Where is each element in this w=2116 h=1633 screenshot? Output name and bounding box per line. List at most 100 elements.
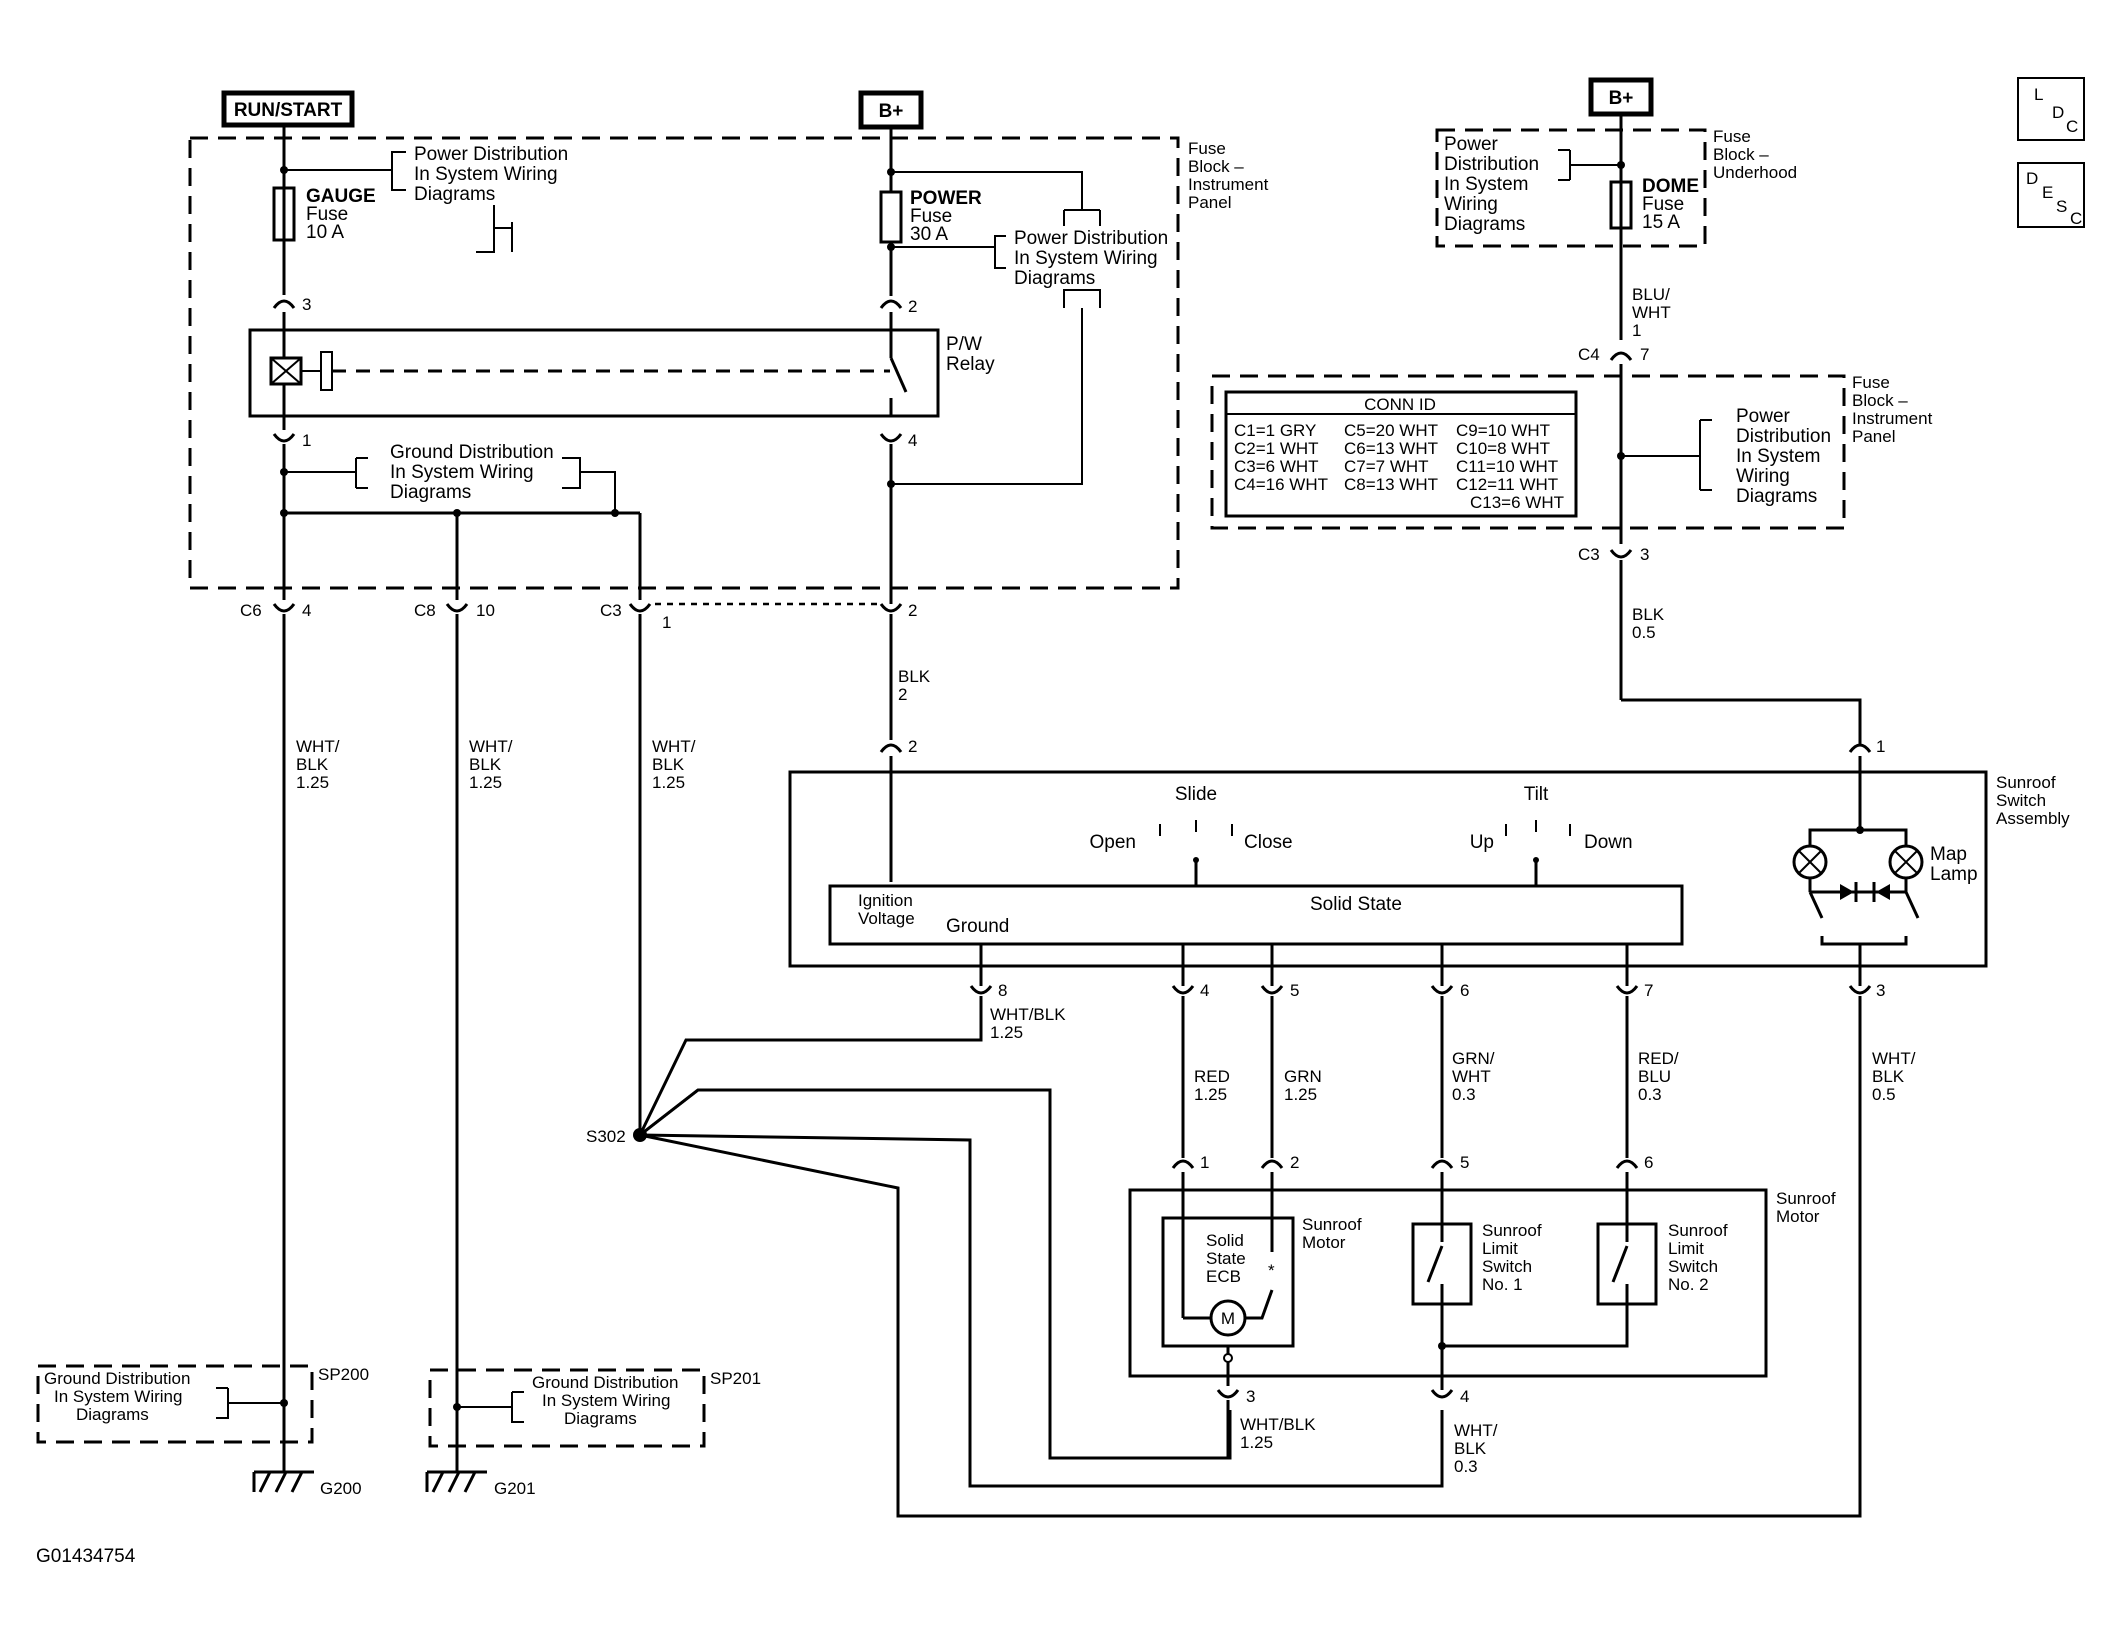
svg-text:1.25: 1.25: [1240, 1433, 1273, 1452]
svg-text:BLU/: BLU/: [1632, 285, 1670, 304]
fuse-block-ip-right-outline: [1210, 374, 1846, 530]
svg-text:Ground Distribution: Ground Distribution: [390, 442, 554, 463]
svg-text:7: 7: [1644, 981, 1653, 1000]
run-start-source: RUN/START: [221, 90, 355, 128]
svg-text:Limit: Limit: [1668, 1239, 1704, 1258]
svg-text:Fuse: Fuse: [1713, 127, 1751, 146]
ldc-icon[interactable]: L D C: [2017, 77, 2085, 141]
svg-text:Switch: Switch: [1482, 1257, 1532, 1276]
svg-text:Ground Distribution: Ground Distribution: [44, 1369, 190, 1388]
connector-c6: C6 4: [240, 601, 311, 620]
svg-text:3: 3: [1640, 545, 1649, 564]
svg-text:C11=10 WHT: C11=10 WHT: [1456, 457, 1558, 476]
svg-text:WHT: WHT: [1632, 303, 1671, 322]
motor-pin-5: 5: [1430, 1153, 1469, 1172]
limit-switch-2-contact-icon: [1611, 1245, 1629, 1283]
wire-label-red: RED 1.25: [1194, 1067, 1230, 1104]
connector-c8: C8 10: [414, 601, 495, 620]
power-fuse-icon: [879, 190, 903, 244]
svg-text:WHT/: WHT/: [296, 737, 340, 756]
solid-state-module-box: [828, 884, 1684, 946]
svg-text:WHT/: WHT/: [652, 737, 696, 756]
svg-text:7: 7: [1640, 345, 1649, 364]
svg-text:1.25: 1.25: [469, 773, 502, 792]
svg-text:Solid: Solid: [1206, 1231, 1244, 1250]
svg-text:No. 2: No. 2: [1668, 1275, 1709, 1294]
map-lamp-switch-left-icon[interactable]: [1808, 891, 1824, 919]
svg-text:D: D: [2052, 103, 2064, 122]
figure-id: G01434754: [36, 1546, 136, 1567]
switch-pin-6: 6: [1430, 981, 1469, 1000]
svg-text:8: 8: [998, 981, 1007, 1000]
svg-text:Block –: Block –: [1713, 145, 1769, 164]
b-plus-label-underhood: B+: [1609, 88, 1634, 109]
svg-text:State: State: [1206, 1249, 1246, 1268]
svg-text:Power Distribution: Power Distribution: [414, 144, 568, 165]
b-plus-source-underhood: B+: [1588, 77, 1654, 117]
svg-text:Diagrams: Diagrams: [414, 184, 495, 205]
svg-text:C4=16 WHT: C4=16 WHT: [1234, 475, 1328, 494]
tilt-label: Tilt: [1524, 784, 1549, 805]
wire-label-blu-wht: BLU/ WHT 1: [1632, 285, 1671, 340]
svg-text:C3: C3: [600, 601, 622, 620]
desc-icon[interactable]: D E S C: [2017, 162, 2085, 228]
svg-text:BLK: BLK: [898, 667, 931, 686]
svg-text:RED/: RED/: [1638, 1049, 1679, 1068]
svg-text:4: 4: [908, 431, 917, 450]
svg-text:ECB: ECB: [1206, 1267, 1241, 1286]
svg-text:Distribution: Distribution: [1444, 154, 1539, 175]
svg-text:Diagrams: Diagrams: [390, 482, 471, 503]
svg-text:WHT: WHT: [1452, 1067, 1491, 1086]
svg-text:Power: Power: [1444, 134, 1499, 155]
ecb-label: Solid State ECB: [1206, 1231, 1246, 1286]
motor-pin-1: 1: [1171, 1153, 1209, 1172]
power-dist-1-label: Power Distribution In System Wiring Diag…: [414, 144, 568, 205]
svg-text:C9=10 WHT: C9=10 WHT: [1456, 421, 1550, 440]
svg-text:In System Wiring: In System Wiring: [54, 1387, 182, 1406]
svg-text:Distribution: Distribution: [1736, 426, 1831, 447]
svg-text:RED: RED: [1194, 1067, 1230, 1086]
svg-text:WHT/: WHT/: [1454, 1421, 1498, 1440]
svg-text:*: *: [1268, 1261, 1275, 1280]
svg-text:Switch: Switch: [1996, 791, 2046, 810]
motor-assembly-title: Sunroof Motor: [1776, 1189, 1836, 1226]
map-lamp-switch-right-icon[interactable]: [1904, 891, 1920, 919]
connector-c3-pin2: 2: [879, 601, 917, 620]
dome-fuse-label: DOME Fuse 15 A: [1642, 176, 1699, 233]
svg-text:Diagrams: Diagrams: [1444, 214, 1525, 235]
wire-label-red-blu: RED/ BLU 0.3: [1638, 1049, 1679, 1104]
ground-dist-2-outline: [36, 1364, 314, 1444]
svg-text:C6: C6: [240, 601, 262, 620]
svg-text:Diagrams: Diagrams: [564, 1409, 637, 1428]
power-dist-4-label: Power Distribution In System Wiring Diag…: [1736, 406, 1831, 507]
svg-text:C1=1 GRY: C1=1 GRY: [1234, 421, 1316, 440]
svg-text:Power Distribution: Power Distribution: [1014, 228, 1168, 249]
svg-text:0.5: 0.5: [1632, 623, 1656, 642]
relay-contact-icon: [889, 357, 908, 393]
g200-label: G200: [320, 1479, 362, 1498]
power-dist-2-label: Power Distribution In System Wiring Diag…: [1014, 228, 1168, 289]
solid-state-label: Solid State: [1310, 894, 1402, 915]
wire-label-grn-wht: GRN/ WHT 0.3: [1452, 1049, 1495, 1104]
wire-label-wht-blk-lamp: WHT/ BLK 0.5: [1872, 1049, 1916, 1104]
svg-text:WHT/: WHT/: [1872, 1049, 1916, 1068]
svg-text:C3: C3: [1578, 545, 1600, 564]
svg-text:2: 2: [908, 601, 917, 620]
sp201-label: SP201: [710, 1369, 761, 1388]
svg-text:3: 3: [1246, 1387, 1255, 1406]
limit-switch-2-label: Sunroof Limit Switch No. 2: [1668, 1221, 1728, 1294]
svg-text:Instrument: Instrument: [1188, 175, 1269, 194]
svg-text:In System: In System: [1736, 446, 1820, 467]
svg-text:10 A: 10 A: [306, 222, 344, 243]
svg-text:Panel: Panel: [1188, 193, 1231, 212]
svg-text:In System Wiring: In System Wiring: [1014, 248, 1158, 269]
svg-text:15 A: 15 A: [1642, 212, 1680, 233]
fuse-block-underhood-title: Fuse Block – Underhood: [1713, 127, 1797, 182]
svg-text:Fuse: Fuse: [306, 204, 348, 225]
svg-text:2: 2: [908, 737, 917, 756]
gauge-fuse-label: GAUGE Fuse 10 A: [306, 186, 376, 243]
svg-text:C10=8 WHT: C10=8 WHT: [1456, 439, 1550, 458]
svg-text:2: 2: [898, 685, 907, 704]
motor-pin-6: 6: [1615, 1153, 1653, 1172]
slide-label: Slide: [1175, 784, 1217, 805]
